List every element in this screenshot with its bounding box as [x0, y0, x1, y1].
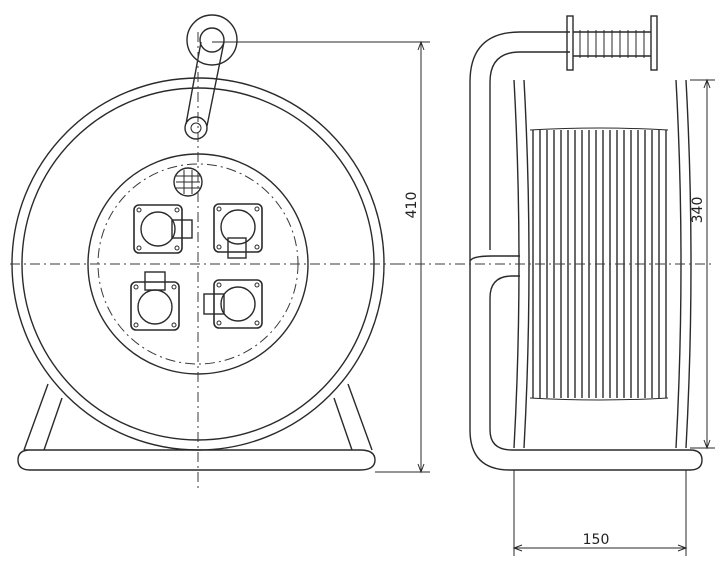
frame-tube — [469, 31, 703, 471]
side-view — [395, 15, 715, 471]
front-stand — [17, 383, 376, 471]
socket-top-right — [213, 203, 263, 259]
handle-grip — [566, 15, 658, 71]
socket-bottom-left — [130, 271, 180, 331]
height-dimension: 410 — [212, 40, 430, 474]
thermal-switch — [173, 167, 203, 197]
socket-top-left — [133, 204, 193, 254]
width-dimension: 150 — [512, 470, 688, 556]
socket-bottom-right — [203, 279, 263, 329]
top-handle — [184, 14, 238, 140]
diameter-dimension-label: 340 — [690, 197, 706, 224]
width-dimension-label: 150 — [583, 532, 610, 548]
front-view — [10, 14, 395, 488]
diameter-dimension: 340 — [690, 78, 715, 450]
height-dimension-label: 410 — [404, 192, 420, 219]
